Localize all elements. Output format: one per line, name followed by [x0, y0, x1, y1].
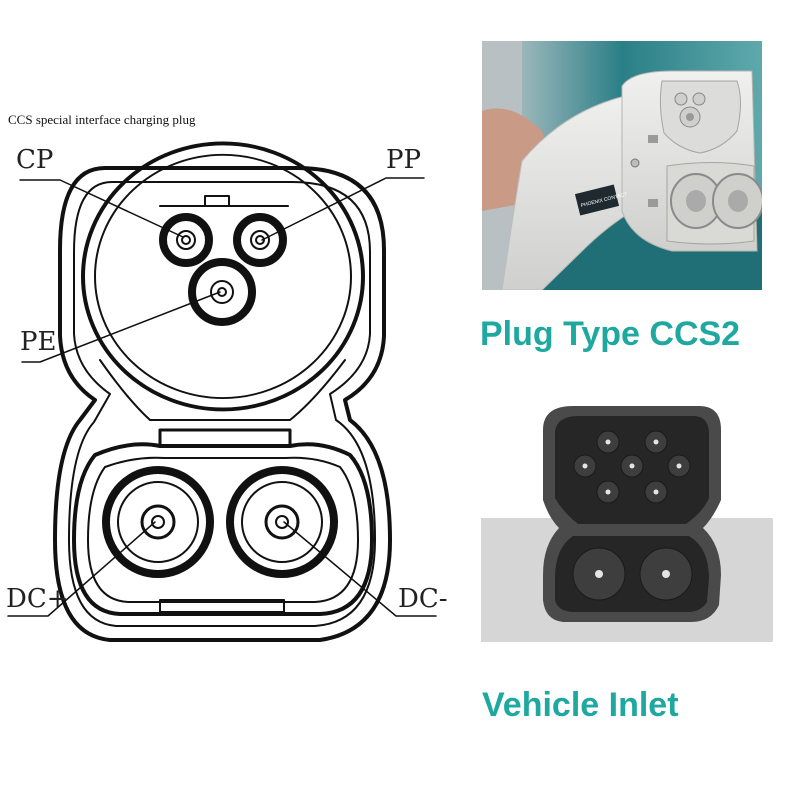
- pin-dc-plus-outer: [102, 466, 214, 578]
- plug-photo: PHOENIX CONTACT: [482, 41, 762, 290]
- label-pe: PE: [20, 327, 56, 357]
- pin-cp-outer: [159, 213, 213, 267]
- pin-pe-outer: [188, 258, 256, 326]
- pin-pp-outer: [233, 213, 287, 267]
- diagram-caption: CCS special interface charging plug: [8, 112, 196, 127]
- label-dc-plus: DC+: [6, 584, 69, 614]
- top-well-outer: [81, 141, 365, 412]
- pin-dc-minus-outer: [226, 466, 338, 578]
- leader-dc-minus: [283, 521, 437, 617]
- inlet-photo: [481, 400, 773, 642]
- leader-pp: [261, 177, 425, 241]
- label-pp: PP: [386, 145, 421, 175]
- heading-plug-type: Plug Type CCS2: [480, 315, 741, 353]
- label-cp: CP: [16, 145, 53, 175]
- leader-pe: [21, 291, 221, 363]
- housing-outline: [53, 166, 392, 642]
- heading-vehicle-inlet: Vehicle Inlet: [482, 686, 679, 724]
- leader-dc-plus: [7, 521, 156, 617]
- leader-cp: [19, 179, 184, 238]
- ccs-pin-diagram: CP PP PE DC+ DC-: [6, 141, 448, 642]
- label-dc-minus: DC-: [398, 584, 448, 614]
